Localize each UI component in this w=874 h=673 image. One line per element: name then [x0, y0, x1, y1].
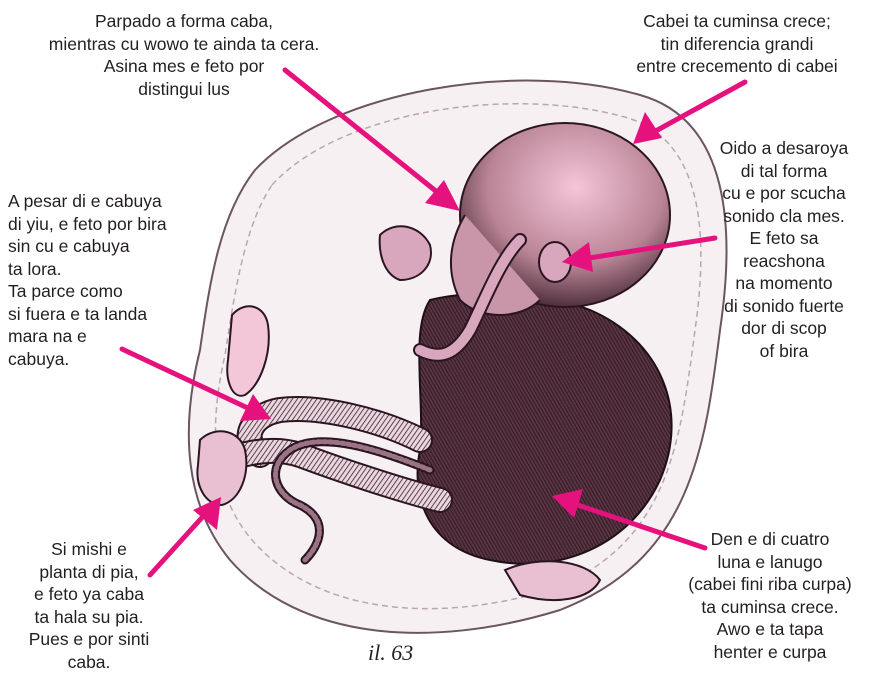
- label-cord: A pesar di e cabuya di yiu, e feto por b…: [8, 190, 208, 370]
- label-eyelids: Parpado a forma caba, mientras cu wowo t…: [14, 10, 354, 100]
- figure-caption: il. 63: [368, 640, 413, 666]
- label-sole: Si mishi e planta di pia, e feto ya caba…: [0, 538, 178, 673]
- label-ear: Oido a desaroya di tal forma cu e por sc…: [700, 137, 868, 362]
- label-hair: Cabei ta cuminsa crece; tin diferencia g…: [606, 10, 868, 78]
- label-lanugo: Den e di cuatro luna e lanugo (cabei fin…: [670, 528, 870, 663]
